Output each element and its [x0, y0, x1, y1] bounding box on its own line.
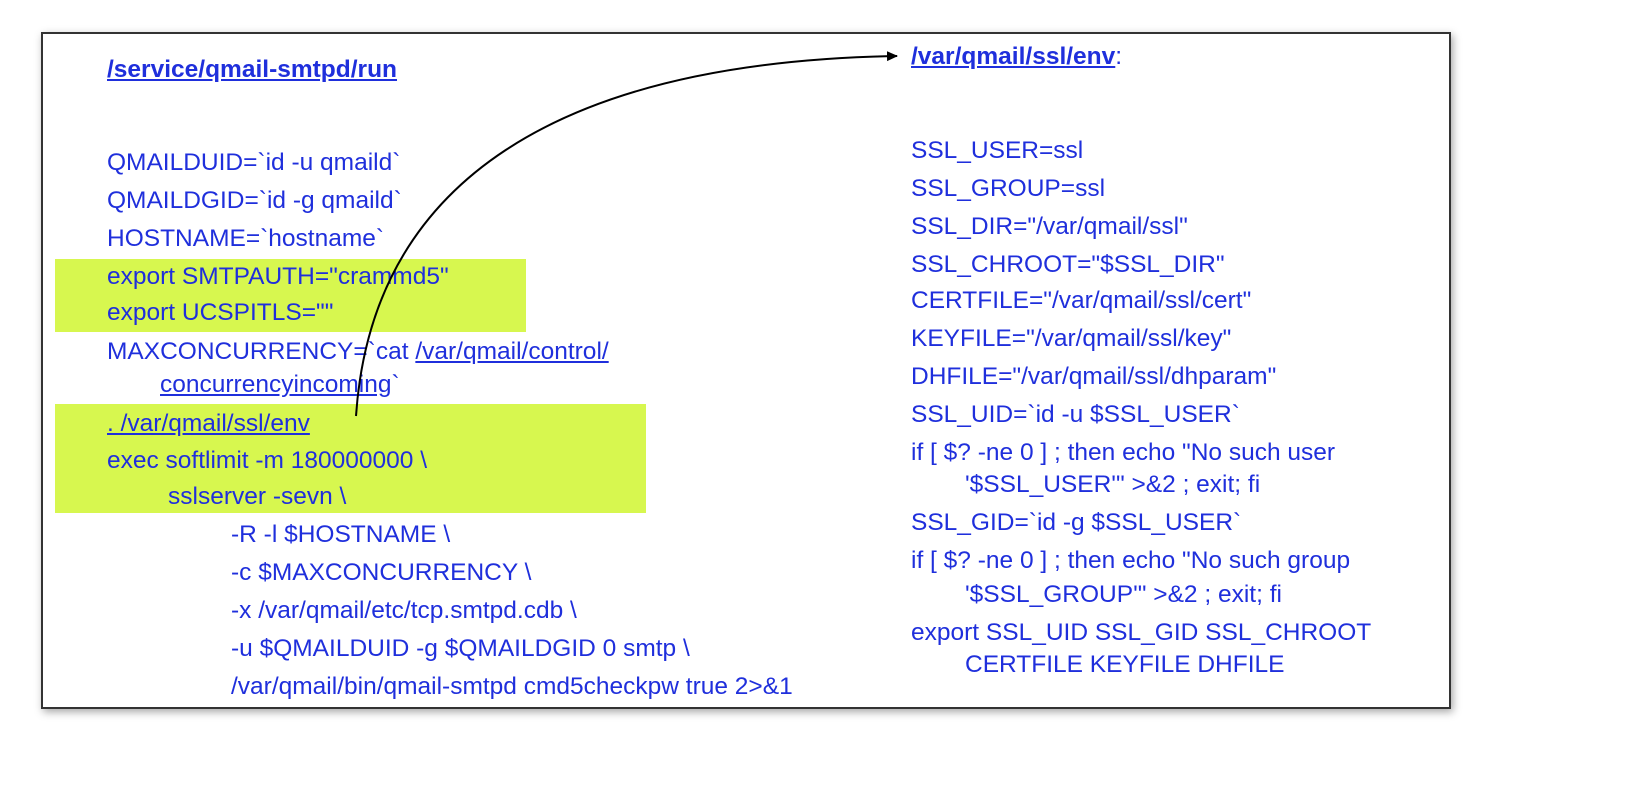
script-line-maxconcurrency: MAXCONCURRENCY=`cat /var/qmail/control/	[107, 337, 609, 367]
highlight-env-exec-block	[55, 404, 646, 513]
maxconcurrency-prefix: MAXCONCURRENCY=`cat	[107, 338, 416, 365]
env-line-user-check-cont: '$SSL_USER'" >&2 ; exit; fi	[965, 471, 1261, 498]
script-line-tcp-rules: -x /var/qmail/etc/tcp.smtpd.cdb \	[231, 597, 577, 624]
right-panel-title-colon: :	[1115, 43, 1123, 70]
script-line-sslserver: sslserver -sevn \	[168, 483, 347, 510]
concurrencyincoming-link[interactable]: concurrencyincoming	[160, 371, 392, 398]
backtick-suffix: `	[391, 371, 400, 398]
env-source-link[interactable]: . /var/qmail/ssl/env	[107, 410, 310, 437]
env-line-user-check: if [ $? -ne 0 ] ; then echo "No such use…	[911, 439, 1336, 466]
right-panel-title-line: /var/qmail/ssl/env:	[911, 42, 1122, 72]
right-panel-title[interactable]: /var/qmail/ssl/env	[911, 43, 1116, 70]
script-line-qmailduid: QMAILDUID=`id -u qmaild`	[107, 149, 401, 176]
script-line-concurrencyincoming: concurrencyincoming`	[160, 370, 400, 400]
script-line-uid-gid: -u $QMAILDUID -g $QMAILDGID 0 smtp \	[231, 635, 690, 662]
script-line-qmail-smtpd: /var/qmail/bin/qmail-smtpd cmd5checkpw t…	[231, 673, 793, 700]
env-line-ssl-dir: SSL_DIR="/var/qmail/ssl"	[911, 213, 1188, 240]
left-panel-title[interactable]: /service/qmail-smtpd/run	[107, 56, 398, 83]
control-path-link[interactable]: /var/qmail/control/	[415, 338, 609, 365]
env-line-keyfile: KEYFILE="/var/qmail/ssl/key"	[911, 325, 1232, 352]
script-line-hostname-flag: -R -l $HOSTNAME \	[231, 521, 451, 548]
script-line-hostname: HOSTNAME=`hostname`	[107, 225, 385, 252]
env-line-group-check-cont: '$SSL_GROUP'" >&2 ; exit; fi	[965, 581, 1282, 608]
env-line-ssl-user: SSL_USER=ssl	[911, 137, 1084, 164]
env-line-ssl-group: SSL_GROUP=ssl	[911, 175, 1106, 202]
script-line-exec-softlimit: exec softlimit -m 180000000 \	[107, 447, 428, 474]
env-line-ssl-chroot: SSL_CHROOT="$SSL_DIR"	[911, 251, 1225, 278]
env-line-export: export SSL_UID SSL_GID SSL_CHROOT	[911, 619, 1372, 646]
env-line-dhfile: DHFILE="/var/qmail/ssl/dhparam"	[911, 363, 1277, 390]
script-line-ucspitls: export UCSPITLS=""	[107, 299, 334, 326]
env-line-ssl-gid: SSL_GID=`id -g $SSL_USER`	[911, 509, 1242, 536]
script-line-maxconcurrency-flag: -c $MAXCONCURRENCY \	[231, 559, 532, 586]
env-line-export-cont: CERTFILE KEYFILE DHFILE	[965, 651, 1285, 678]
script-line-qmaildgid: QMAILDGID=`id -g qmaild`	[107, 187, 402, 214]
script-line-smtpauth: export SMTPAUTH="crammd5"	[107, 263, 449, 290]
env-line-ssl-uid: SSL_UID=`id -u $SSL_USER`	[911, 401, 1240, 428]
env-line-certfile: CERTFILE="/var/qmail/ssl/cert"	[911, 287, 1252, 314]
env-line-group-check: if [ $? -ne 0 ] ; then echo "No such gro…	[911, 547, 1351, 574]
